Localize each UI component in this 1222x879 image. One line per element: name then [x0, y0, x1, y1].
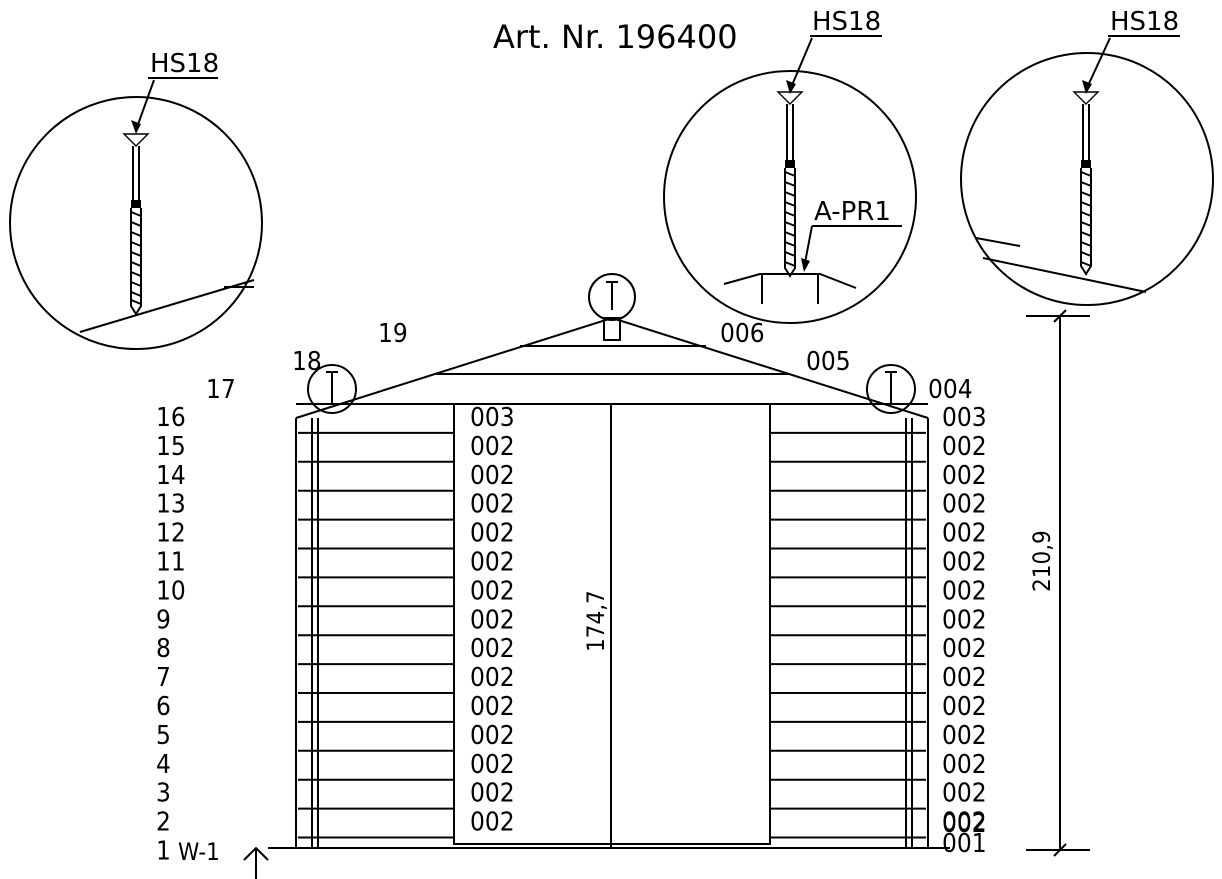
- part-label: 002: [470, 779, 515, 809]
- left-part-labels: 0030020020020020020020020020020020020020…: [470, 403, 515, 838]
- row-number: 13: [156, 490, 186, 520]
- label-006: 006: [720, 319, 765, 349]
- label-005: 005: [806, 347, 851, 377]
- part-label: 002: [942, 461, 987, 491]
- row-number: 4: [156, 750, 171, 780]
- part-label: 002: [942, 750, 987, 780]
- wall-marker: W-1: [178, 838, 269, 879]
- row-number: 12: [156, 519, 186, 549]
- row-number: 15: [156, 432, 186, 462]
- callout-apr1: A-PR1: [814, 197, 891, 227]
- detail-marker-right: [866, 364, 916, 414]
- part-label: 002: [942, 779, 987, 809]
- callout-hs18-right: HS18: [1110, 7, 1179, 37]
- part-label: 002: [942, 663, 987, 693]
- row-number: 5: [156, 721, 171, 751]
- part-label: 002: [470, 432, 515, 462]
- row-number: 2: [156, 808, 171, 838]
- part-label: 002: [942, 692, 987, 722]
- detail-marker-left: [307, 364, 357, 414]
- part-label: 002: [470, 519, 515, 549]
- part-label: 003: [942, 403, 987, 433]
- screw-icon: [122, 133, 150, 316]
- plank-lines: [298, 431, 926, 839]
- part-label: 002: [470, 605, 515, 635]
- total-height-value: 210,9: [1028, 530, 1056, 592]
- part-label: 002: [942, 490, 987, 520]
- screw-icon: [776, 91, 804, 278]
- row-number: 16: [156, 403, 186, 433]
- row-number: 6: [156, 692, 171, 722]
- detail-circle-right: HS18: [960, 7, 1214, 306]
- detail-circle-left: HS18: [9, 49, 263, 350]
- article-number-title: Art. Nr. 196400: [493, 18, 738, 56]
- label-17: 17: [206, 375, 236, 405]
- total-height-dimension: 210,9: [1026, 309, 1090, 857]
- part-label: 002: [470, 461, 515, 491]
- label-19: 19: [378, 319, 408, 349]
- part-label: 003: [470, 403, 515, 433]
- door-height-dimension: 174,7: [582, 590, 610, 652]
- part-label: 002: [942, 432, 987, 462]
- part-label: 002: [942, 605, 987, 635]
- row-number: 7: [156, 663, 171, 693]
- row-number: 1: [156, 837, 171, 867]
- screw-icon: [1072, 91, 1100, 276]
- part-label: 001: [942, 829, 987, 859]
- part-label: 002: [942, 808, 987, 838]
- part-label: 002: [470, 692, 515, 722]
- callout-hs18-left: HS18: [150, 49, 219, 79]
- part-label: 002: [470, 634, 515, 664]
- row-number: 9: [156, 605, 171, 635]
- part-label: 002: [942, 576, 987, 606]
- label-004: 004: [928, 375, 973, 405]
- row-number: 10: [156, 576, 186, 606]
- part-label: 002: [470, 576, 515, 606]
- callout-hs18-middle: HS18: [812, 7, 881, 37]
- wall-marker-label: W-1: [178, 838, 220, 866]
- detail-circle-middle: HS18 A-PR1: [663, 7, 917, 324]
- ridge-profile: [603, 317, 621, 341]
- row-number: 8: [156, 634, 171, 664]
- detail-marker-ridge: [588, 273, 636, 321]
- part-label: 002: [470, 721, 515, 751]
- part-label: 002: [470, 808, 515, 838]
- row-number: 14: [156, 461, 186, 491]
- door-height-value: 174,7: [582, 590, 610, 652]
- right-part-labels: 0030020020020020020020020020020020020020…: [942, 403, 987, 859]
- row-number: 11: [156, 548, 186, 578]
- part-label: 002: [942, 721, 987, 751]
- wall-elevation: [268, 316, 950, 849]
- part-label: 002: [942, 519, 987, 549]
- row-number: 3: [156, 779, 171, 809]
- part-label: 002: [470, 750, 515, 780]
- part-label: 002: [942, 634, 987, 664]
- part-label: 002: [470, 663, 515, 693]
- part-label: 002: [942, 548, 987, 578]
- part-label: 002: [470, 548, 515, 578]
- part-label: 002: [470, 490, 515, 520]
- label-18: 18: [292, 347, 322, 377]
- part-label: 002: [942, 809, 987, 839]
